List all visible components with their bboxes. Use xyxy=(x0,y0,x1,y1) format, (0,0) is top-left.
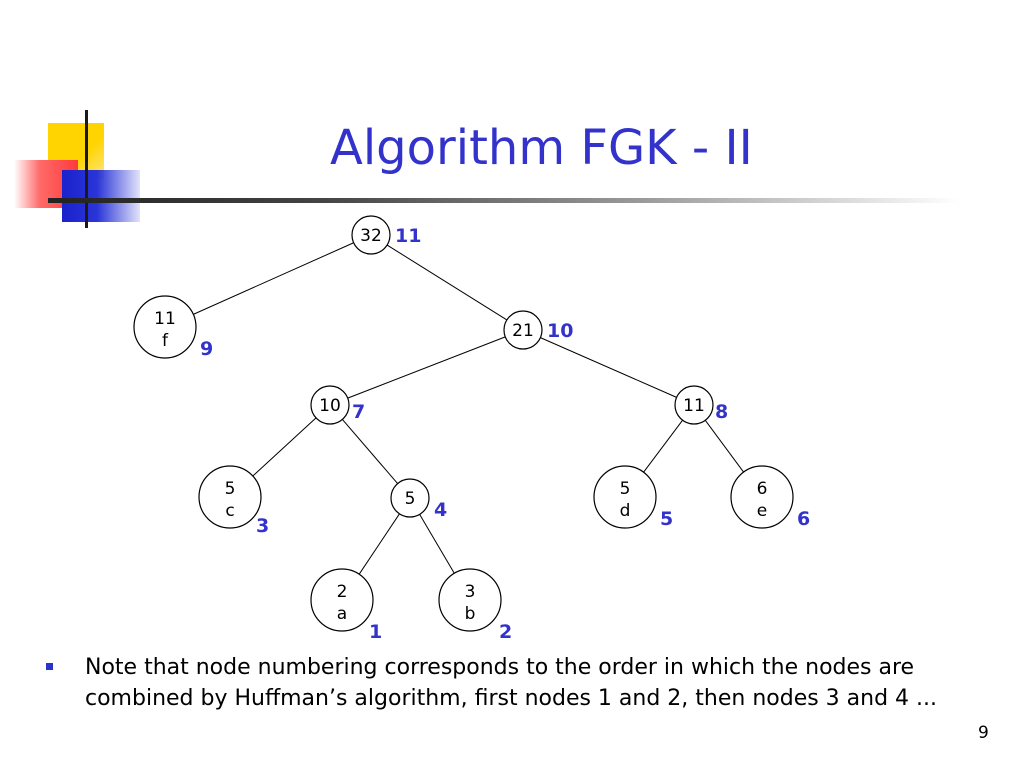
node-symbol: d xyxy=(620,501,631,521)
node-symbol: e xyxy=(757,501,767,521)
node-circle xyxy=(198,465,262,529)
tree-edge-n32-n11f xyxy=(193,242,354,315)
tree-node-n21: 21 10 xyxy=(503,310,573,350)
node-weight: 6 xyxy=(757,479,768,499)
node-weight: 3 xyxy=(465,582,476,602)
tree-node-n32: 32 11 xyxy=(351,215,421,255)
node-order-label: 10 xyxy=(547,320,573,342)
tree-edge-n5-n3b xyxy=(419,514,455,574)
node-weight: 5 xyxy=(405,489,416,509)
node-order-label: 5 xyxy=(660,508,673,530)
node-circle xyxy=(133,295,197,359)
tree-edge-n11-n6e xyxy=(704,419,744,473)
node-order-label: 11 xyxy=(395,225,421,247)
node-circle xyxy=(310,568,374,632)
tree-node-n3b: 3b 2 xyxy=(438,568,512,643)
node-circle xyxy=(351,215,391,255)
tree-edge-n10-n5c xyxy=(252,417,317,477)
tree-edge-n21-n10 xyxy=(347,336,506,399)
node-order-label: 3 xyxy=(256,515,269,537)
node-circle xyxy=(310,385,350,425)
tree-edge-n21-n11 xyxy=(540,337,677,398)
bullet-marker xyxy=(46,663,53,670)
node-circle xyxy=(503,310,543,350)
node-circle xyxy=(730,465,794,529)
node-circle xyxy=(674,385,714,425)
node-order-label: 4 xyxy=(434,499,447,521)
page-number: 9 xyxy=(978,723,989,743)
node-symbol: c xyxy=(225,501,234,521)
tree-edges xyxy=(193,242,744,575)
slide-title: Algorithm FGK - II xyxy=(330,120,753,176)
node-symbol: b xyxy=(465,604,476,624)
node-order-label: 9 xyxy=(200,338,213,360)
node-weight: 11 xyxy=(154,309,176,329)
tree-node-n5c: 5c 3 xyxy=(198,465,269,537)
tree-edge-n32-n21 xyxy=(386,244,508,321)
node-weight: 32 xyxy=(360,226,382,246)
node-weight: 5 xyxy=(225,479,236,499)
tree-node-n2a: 2a 1 xyxy=(310,568,382,643)
node-order-label: 1 xyxy=(369,621,382,643)
node-symbol: a xyxy=(337,604,347,624)
node-weight: 5 xyxy=(620,479,631,499)
tree-edge-n11-n5d xyxy=(643,419,683,473)
node-weight: 11 xyxy=(683,396,705,416)
node-order-label: 7 xyxy=(352,401,365,423)
node-symbol: f xyxy=(162,331,169,351)
tree-edge-n5-n2a xyxy=(358,513,400,575)
title-underline xyxy=(48,198,960,203)
tree-edge-n10-n5 xyxy=(342,419,398,484)
node-order-label: 2 xyxy=(499,621,512,643)
decor-vertical-line xyxy=(85,110,88,228)
node-circle xyxy=(593,465,657,529)
node-order-label: 8 xyxy=(715,401,728,423)
tree-node-n11f: 11f 9 xyxy=(133,295,213,360)
node-weight: 10 xyxy=(319,396,341,416)
decor-blue-square xyxy=(62,170,140,222)
node-circle xyxy=(390,478,430,518)
node-weight: 2 xyxy=(337,582,348,602)
tree-node-n10: 10 7 xyxy=(310,385,365,425)
note-text: Note that node numbering corresponds to … xyxy=(85,655,938,711)
tree-node-n11: 11 8 xyxy=(674,385,728,425)
node-circle xyxy=(438,568,502,632)
node-weight: 21 xyxy=(512,321,534,341)
node-order-label: 6 xyxy=(797,508,810,530)
